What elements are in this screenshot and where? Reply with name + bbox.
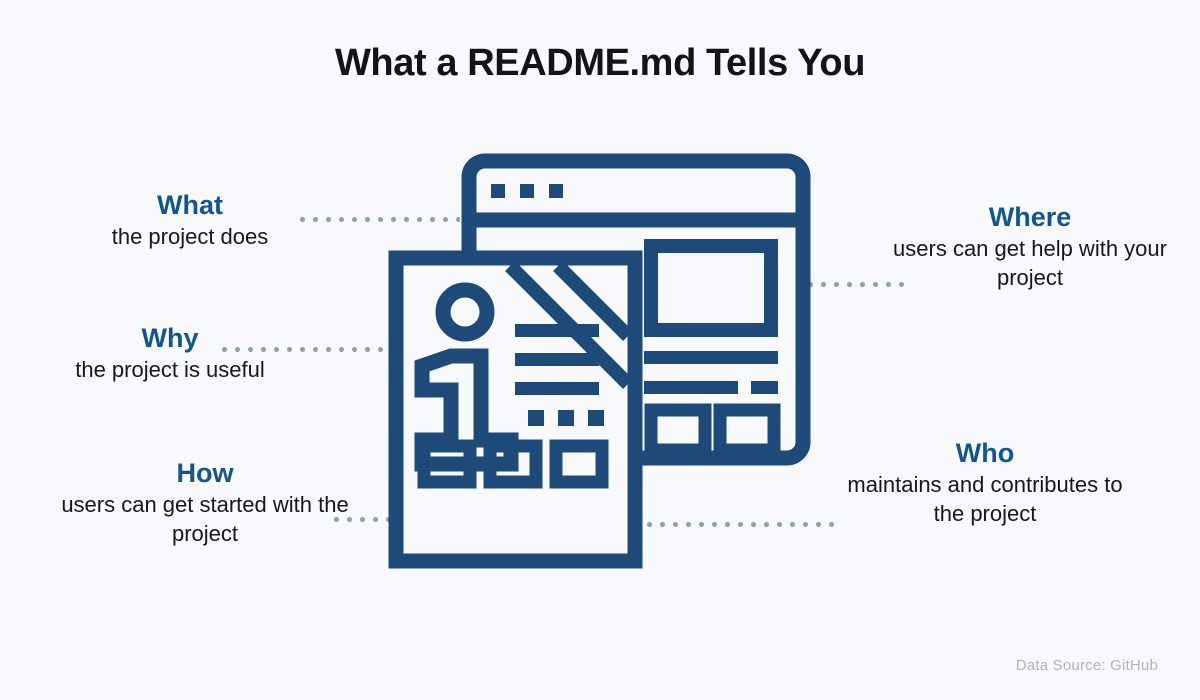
- document-page-outline: [388, 250, 643, 569]
- browser-dot-3: [549, 184, 563, 198]
- connector-dots-why: [222, 347, 396, 352]
- callout-why: Why the project is useful: [10, 323, 330, 384]
- callout-where: Where users can get help with your proje…: [880, 202, 1180, 292]
- callout-what-keyword: What: [157, 190, 223, 220]
- image-placeholder-box: [644, 239, 778, 337]
- callout-what: What the project does: [30, 190, 350, 251]
- callout-where-keyword: Where: [988, 202, 1072, 232]
- callout-how: How users can get started with the proje…: [60, 458, 350, 548]
- callout-what-description: the project does: [111, 223, 269, 249]
- page-title: What a README.md Tells You: [334, 42, 866, 84]
- connector-dots-where: [808, 282, 908, 287]
- content-text-line-2: [644, 381, 738, 394]
- content-text-line-1: [644, 351, 778, 364]
- browser-dot-1: [491, 184, 505, 198]
- page-button-3: [549, 439, 609, 489]
- content-button-2: [713, 403, 781, 457]
- browser-dot-2: [520, 184, 534, 198]
- callout-why-keyword: Why: [141, 323, 199, 353]
- page-small-square-3: [588, 410, 604, 426]
- callout-where-description: users can get help with your project: [893, 235, 1167, 290]
- readme-illustration: [380, 140, 820, 585]
- connector-dots-who: [634, 522, 839, 527]
- page-small-square-2: [558, 410, 574, 426]
- document-page-group: [388, 250, 643, 569]
- page-small-square-1: [528, 410, 544, 426]
- page-text-line-3: [515, 382, 599, 395]
- callout-how-description: users can get started with the project: [61, 491, 349, 546]
- callout-who-description: maintains and contributes to the project: [847, 471, 1123, 526]
- data-source-note: Data Source: GitHub: [1015, 657, 1158, 674]
- connector-dots-how: [334, 517, 396, 522]
- connector-dots-what: [300, 217, 460, 222]
- content-text-block: [751, 381, 778, 394]
- diagonal-stripe-2: [553, 261, 633, 341]
- content-button-1: [644, 403, 712, 457]
- document-page-knockout: [389, 251, 642, 568]
- callout-why-description: the project is useful: [75, 356, 265, 382]
- page-button-2: [483, 439, 543, 489]
- info-icon-dot: [435, 282, 495, 342]
- callout-who-keyword: Who: [955, 438, 1015, 468]
- page-button-1: [417, 439, 477, 489]
- callout-how-keyword: How: [176, 458, 234, 488]
- page-text-line-1: [515, 324, 599, 337]
- callout-who: Who maintains and contributes to the pro…: [830, 438, 1140, 528]
- page-text-line-2: [515, 353, 599, 366]
